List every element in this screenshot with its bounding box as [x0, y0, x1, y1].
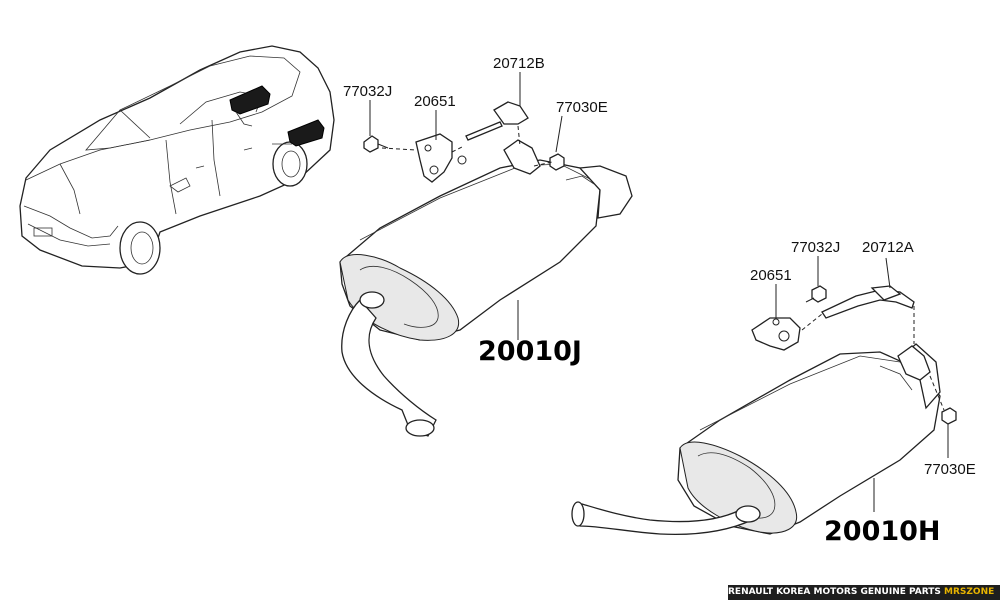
bolt-upper [363, 135, 379, 153]
label-muffler-lower: 20010H [824, 516, 941, 547]
footer-brand: MRSZONE [944, 587, 995, 597]
footer-text: RENAULT KOREA MOTORS GENUINE PARTS [728, 587, 945, 597]
muffler-upper-illustration [339, 159, 633, 437]
lower-hardware [751, 285, 957, 425]
nut-lower [941, 407, 957, 425]
label-nut-lower: 77030E [924, 461, 976, 478]
upper-hardware [363, 101, 565, 183]
bracket-upper [415, 133, 453, 183]
label-hanger-upper: 20712B [493, 55, 545, 72]
bracket-lower [751, 317, 801, 351]
label-nut-upper: 77030E [556, 99, 608, 116]
footer-banner: RENAULT KOREA MOTORS GENUINE PARTS MRSZO… [728, 585, 1000, 600]
label-hanger-lower: 20712A [862, 239, 914, 256]
label-muffler-upper: 20010J [478, 336, 582, 367]
car-illustration [19, 45, 335, 275]
label-bolt-upper: 77032J [343, 83, 392, 100]
muffler-lower-illustration [571, 343, 941, 536]
bolt-lower [811, 285, 827, 303]
label-bolt-lower: 77032J [791, 239, 840, 256]
hanger-rod-upper [465, 121, 503, 141]
nut-upper [549, 153, 565, 171]
label-bracket-lower: 20651 [750, 267, 792, 284]
label-bracket-upper: 20651 [414, 93, 456, 110]
